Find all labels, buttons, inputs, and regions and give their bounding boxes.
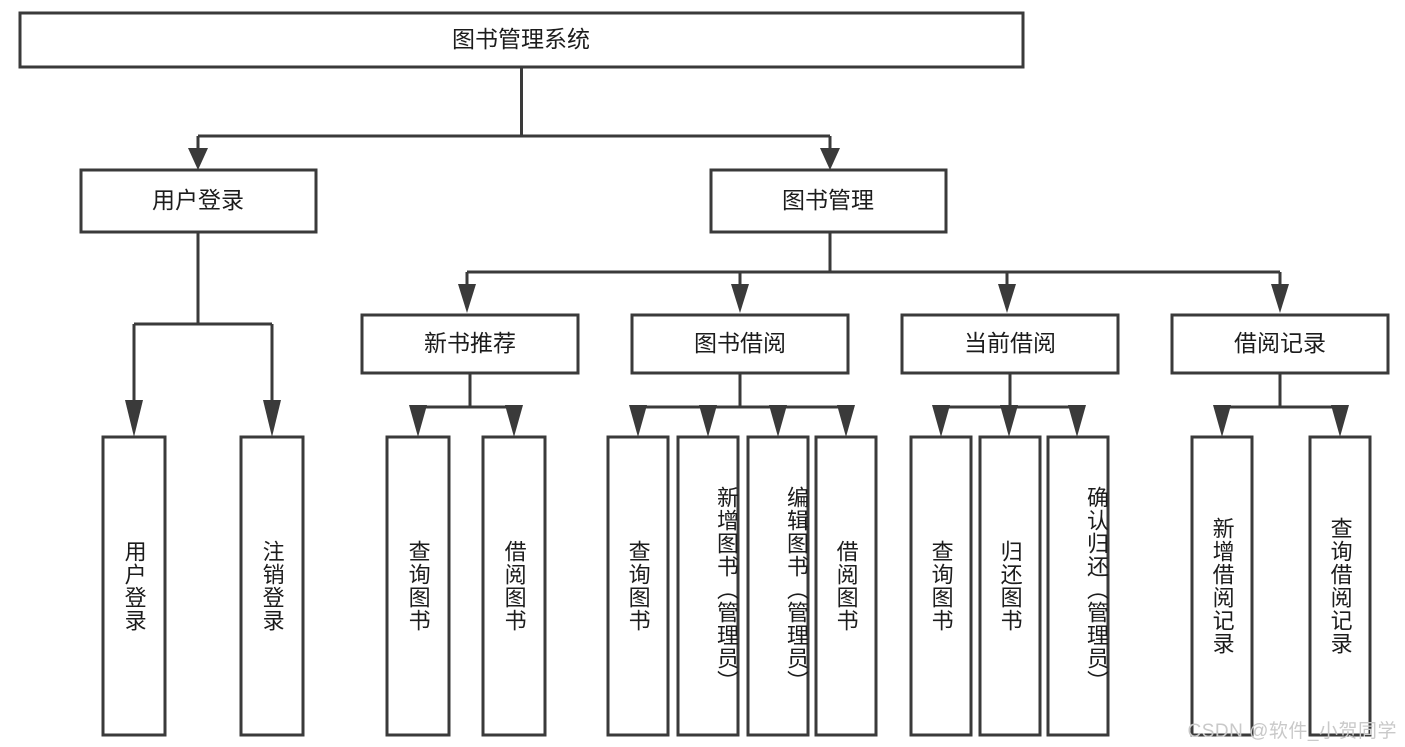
leaf-box-cb-return-book[interactable] xyxy=(978,435,1042,737)
leaf-box-cb-query-book[interactable] xyxy=(909,435,973,737)
node-book-borrow-box[interactable] xyxy=(630,313,850,375)
leaf-box-bb-add-book[interactable] xyxy=(676,435,740,737)
arrow-bb-edit-book xyxy=(769,405,787,437)
arrow-br-query-record xyxy=(1331,405,1349,437)
arrow-cb-confirm-return xyxy=(1068,405,1086,437)
arrow-cb-query-book xyxy=(932,405,950,437)
node-book-manage-label: 图书管理 xyxy=(782,187,874,213)
node-current-borrow[interactable]: 当前借阅 xyxy=(900,313,1120,375)
node-user-login[interactable]: 用户登录 xyxy=(79,168,318,234)
leaf-box-nbr-borrow-book[interactable] xyxy=(481,435,547,737)
connector-user-login-to-leaves xyxy=(125,232,281,437)
leaf-box-user-login[interactable] xyxy=(101,435,167,737)
node-root-label: 图书管理系统 xyxy=(452,26,590,52)
leaf-box-bb-query-book[interactable] xyxy=(606,435,670,737)
arrow-bb-query-book xyxy=(629,405,647,437)
connector-book-borrow-to-leaves xyxy=(629,373,855,437)
node-root-box[interactable] xyxy=(18,11,1025,69)
arrow-user-login xyxy=(188,148,208,170)
arrow-book-manage xyxy=(820,148,840,170)
leaf-box-bb-borrow-book[interactable] xyxy=(814,435,878,737)
leaf-box-bb-edit-book[interactable] xyxy=(746,435,810,737)
node-borrow-record[interactable]: 借阅记录 xyxy=(1170,313,1390,375)
node-book-manage-box[interactable] xyxy=(709,168,948,234)
connector-root-to-level2 xyxy=(188,67,840,170)
node-root[interactable]: 图书管理系统 xyxy=(18,11,1025,69)
connector-current-borrow-to-leaves xyxy=(932,373,1086,437)
arrow-bb-borrow-book xyxy=(837,405,855,437)
leaf-box-br-add-record[interactable] xyxy=(1190,435,1254,737)
arrow-leaf-logout xyxy=(263,400,281,437)
leaf-box-cb-confirm-return[interactable] xyxy=(1046,435,1110,737)
arrow-nbr-borrow-book xyxy=(505,405,523,437)
csdn-watermark: CSDN @软件_小贺同学 xyxy=(1187,721,1397,742)
arrow-bb-add-book xyxy=(699,405,717,437)
arrow-new-book-rec xyxy=(458,284,476,313)
node-current-borrow-box[interactable] xyxy=(900,313,1120,375)
node-new-book-recommend[interactable]: 新书推荐 xyxy=(360,313,580,375)
node-current-borrow-label: 当前借阅 xyxy=(964,330,1056,356)
arrow-book-borrow xyxy=(731,284,749,313)
node-user-login-label: 用户登录 xyxy=(152,187,244,213)
node-user-login-box[interactable] xyxy=(79,168,318,234)
node-book-manage[interactable]: 图书管理 xyxy=(709,168,948,234)
node-new-book-recommend-box[interactable] xyxy=(360,313,580,375)
arrow-nbr-query-book xyxy=(409,405,427,437)
arrow-leaf-user-login xyxy=(125,400,143,437)
node-new-book-recommend-label: 新书推荐 xyxy=(424,330,516,356)
connector-borrow-record-to-leaves xyxy=(1213,373,1349,437)
arrow-borrow-record xyxy=(1271,284,1289,313)
node-book-borrow[interactable]: 图书借阅 xyxy=(630,313,850,375)
arrow-br-add-record xyxy=(1213,405,1231,437)
node-borrow-record-label: 借阅记录 xyxy=(1234,330,1326,356)
leaf-box-logout[interactable] xyxy=(239,435,305,737)
arrow-current-borrow xyxy=(998,284,1016,313)
node-borrow-record-box[interactable] xyxy=(1170,313,1390,375)
connector-book-manage-to-level3 xyxy=(458,232,1289,313)
connector-new-book-rec-to-leaves xyxy=(409,373,523,437)
arrow-cb-return-book xyxy=(1000,405,1018,437)
leaf-box-nbr-query-book[interactable] xyxy=(385,435,451,737)
leaf-box-br-query-record[interactable] xyxy=(1308,435,1372,737)
node-book-borrow-label: 图书借阅 xyxy=(694,330,786,356)
